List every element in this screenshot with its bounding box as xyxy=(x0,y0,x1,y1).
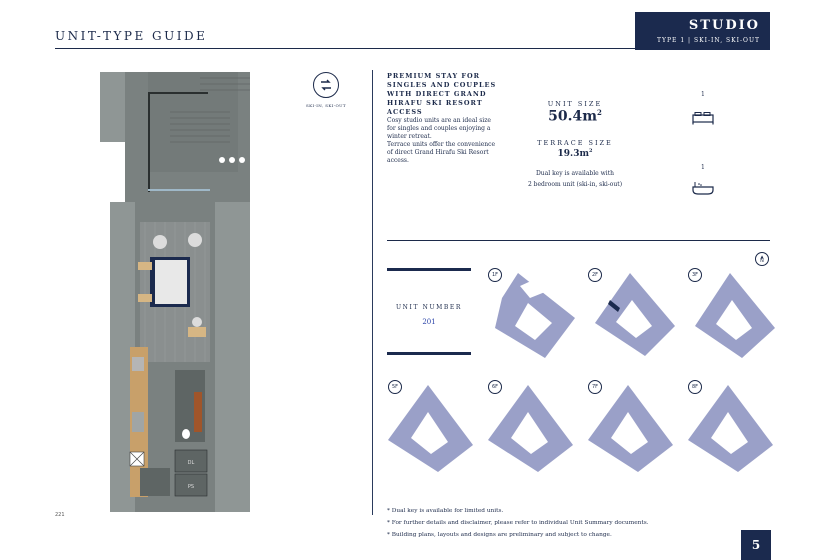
floor-plan-2f xyxy=(595,273,675,356)
plan-label-ps: PS xyxy=(188,484,194,490)
dual-key-note: Dual key is available with 2 bedroom uni… xyxy=(510,168,640,190)
unit-number-top-bar xyxy=(387,268,471,271)
floor-badge-3f: 3F xyxy=(688,268,702,282)
north-arrow-icon: ▲N xyxy=(755,252,769,266)
footnotes: * Dual key is available for limited unit… xyxy=(387,505,649,541)
floor-badge-6f: 6F xyxy=(488,380,502,394)
plan-label-dl: DL xyxy=(188,460,195,466)
footnote-1: * Dual key is available for limited unit… xyxy=(387,508,504,514)
vertical-divider xyxy=(372,70,373,515)
floor-badge-5f: 5F xyxy=(388,380,402,394)
dual-key-line-1: Dual key is available with xyxy=(536,170,614,177)
unit-type-badge: STUDIO TYPE 1 | SKI-IN, SKI-OUT xyxy=(635,12,770,50)
ski-in-ski-out-icon xyxy=(313,72,339,98)
intro-paragraph-1: Cosy studio units are an ideal size for … xyxy=(387,117,491,140)
terrace-size-sup: 2 xyxy=(588,148,593,154)
bathroom-count: 1 xyxy=(701,164,705,171)
floor-plan-3f xyxy=(695,273,775,358)
floor-plan-1f xyxy=(495,273,575,358)
page-title: UNIT-TYPE GUIDE xyxy=(55,29,208,43)
floor-plan-8f xyxy=(688,385,773,472)
ski-in-ski-out-label: SKI-IN, SKI-OUT xyxy=(305,103,346,108)
floor-plan-6f xyxy=(488,385,573,472)
terrace-size-label: TERRACE SIZE xyxy=(537,139,613,147)
bed-icon xyxy=(692,112,714,125)
intro-description: Cosy studio units are an ideal size for … xyxy=(387,117,499,165)
unit-size-sup: 2 xyxy=(597,108,602,117)
dual-key-line-2: 2 bedroom unit (ski-in, ski-out) xyxy=(527,181,623,188)
unit-size-value: 50.4m2 xyxy=(540,108,610,125)
footnote-3: * Building plans, layouts and designs ar… xyxy=(387,532,612,538)
unit-number-value: 201 xyxy=(422,318,436,326)
footnote-2: * For further details and disclaimer, pl… xyxy=(387,520,649,526)
badge-subtitle: TYPE 1 | SKI-IN, SKI-OUT xyxy=(657,37,760,44)
plan-code: 221 xyxy=(55,512,65,518)
section-divider xyxy=(387,240,770,241)
unit-size-label: UNIT SIZE xyxy=(547,100,603,108)
unit-number-bottom-bar xyxy=(387,352,471,355)
floor-badge-1f: 1F xyxy=(488,268,502,282)
intro-paragraph-2: Terrace units offer the convenience of d… xyxy=(387,141,496,164)
intro-headline: PREMIUM STAY FOR SINGLES AND COUPLES WIT… xyxy=(387,72,497,116)
badge-title: STUDIO xyxy=(688,18,760,33)
terrace-size-value: 19.3m2 xyxy=(535,148,615,159)
floor-badge-7f: 7F xyxy=(588,380,602,394)
bathtub-icon xyxy=(692,182,714,195)
terrace-size-number: 19.3m xyxy=(557,149,589,159)
studio-floor-plan: DL PS xyxy=(100,72,250,512)
floor-plan-7f xyxy=(588,385,673,472)
header-rule xyxy=(55,48,635,49)
floor-plan-5f xyxy=(388,385,473,472)
floor-badge-2f: 2F xyxy=(588,268,602,282)
north-label: N xyxy=(760,258,764,264)
page-number: 5 xyxy=(741,530,771,560)
bedroom-count: 1 xyxy=(701,91,705,98)
unit-number-label: UNIT NUMBER xyxy=(396,304,462,311)
floor-badge-8f: 8F xyxy=(688,380,702,394)
unit-size-number: 50.4m xyxy=(548,108,598,125)
